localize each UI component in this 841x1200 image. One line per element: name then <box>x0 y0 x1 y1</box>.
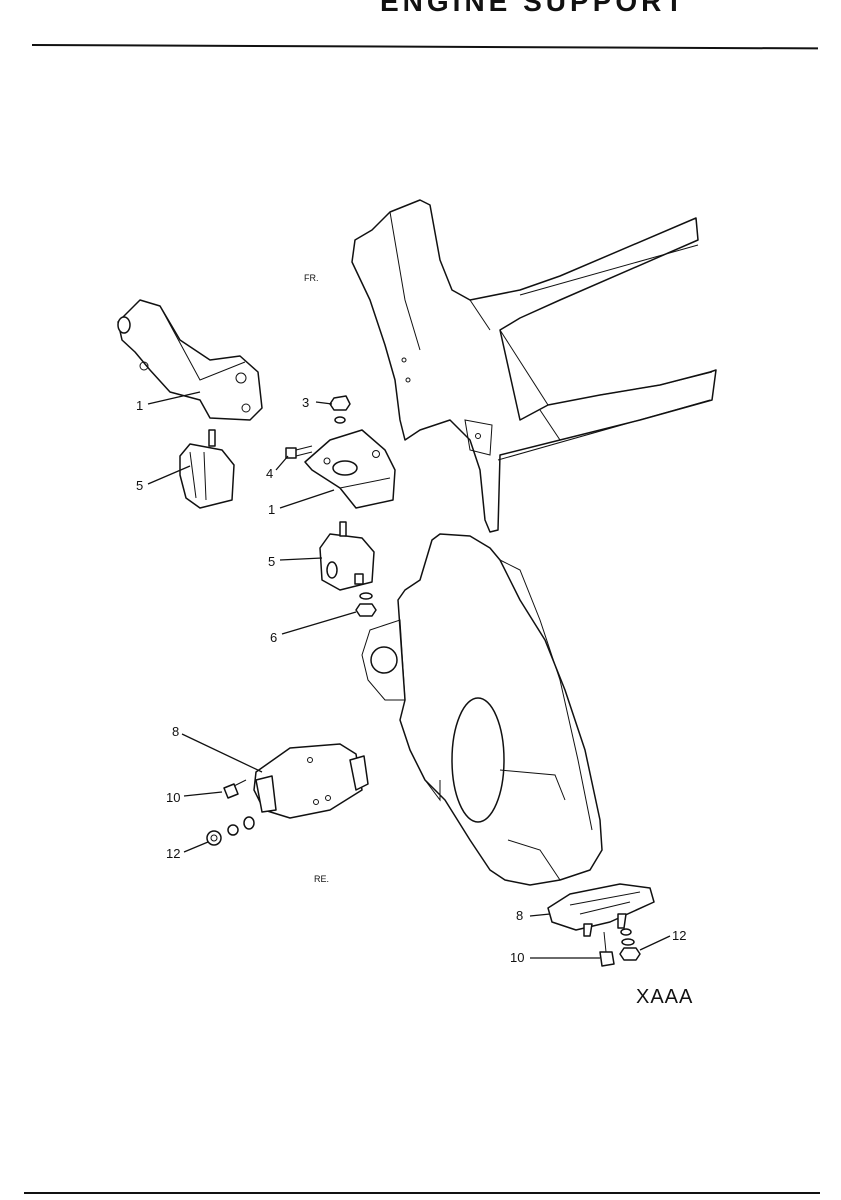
nut-12-right <box>619 928 641 961</box>
callout-10-bolt-right: 10 <box>510 950 524 965</box>
bolt-4 <box>285 445 313 459</box>
engine-block <box>351 199 717 533</box>
flywheel-housing <box>361 533 603 886</box>
front-bracket-plate <box>304 429 396 509</box>
callout-1-front-bracket: 1 <box>136 398 143 413</box>
callout-12-nut-left: 12 <box>166 846 180 861</box>
figure-code: XAAA <box>636 986 694 1008</box>
callout-8-rear-mount-right: 8 <box>516 908 523 923</box>
callout-12-nut-right: 12 <box>672 928 686 943</box>
callout-6-nut: 6 <box>270 630 277 645</box>
nut-3 <box>329 395 351 424</box>
front-orientation-label: FR. <box>304 273 319 283</box>
nut-6 <box>355 592 377 617</box>
callout-4-bolt: 4 <box>266 466 273 481</box>
callout-10-bolt-left: 10 <box>166 790 180 805</box>
mount-rubber-center <box>319 521 375 591</box>
rear-orientation-label: RE. <box>314 874 329 884</box>
callout-5-mount-left: 5 <box>136 478 143 493</box>
callout-8-rear-mount-left: 8 <box>172 724 179 739</box>
front-bracket <box>117 299 263 421</box>
leader-lines <box>147 391 671 959</box>
nut-12-left <box>206 816 255 846</box>
bolt-10-left <box>223 779 247 799</box>
callout-1-bracket-plate: 1 <box>268 502 275 517</box>
rear-mount-left <box>253 743 369 819</box>
bottom-rule <box>24 1192 820 1194</box>
mount-rubber-left <box>179 429 235 509</box>
page-title: ENGINE SUPPORT <box>380 0 687 17</box>
callout-5-mount-center: 5 <box>268 554 275 569</box>
rear-mount-right <box>547 883 655 937</box>
callout-3-nut: 3 <box>302 395 309 410</box>
bolt-10-right <box>599 931 615 967</box>
